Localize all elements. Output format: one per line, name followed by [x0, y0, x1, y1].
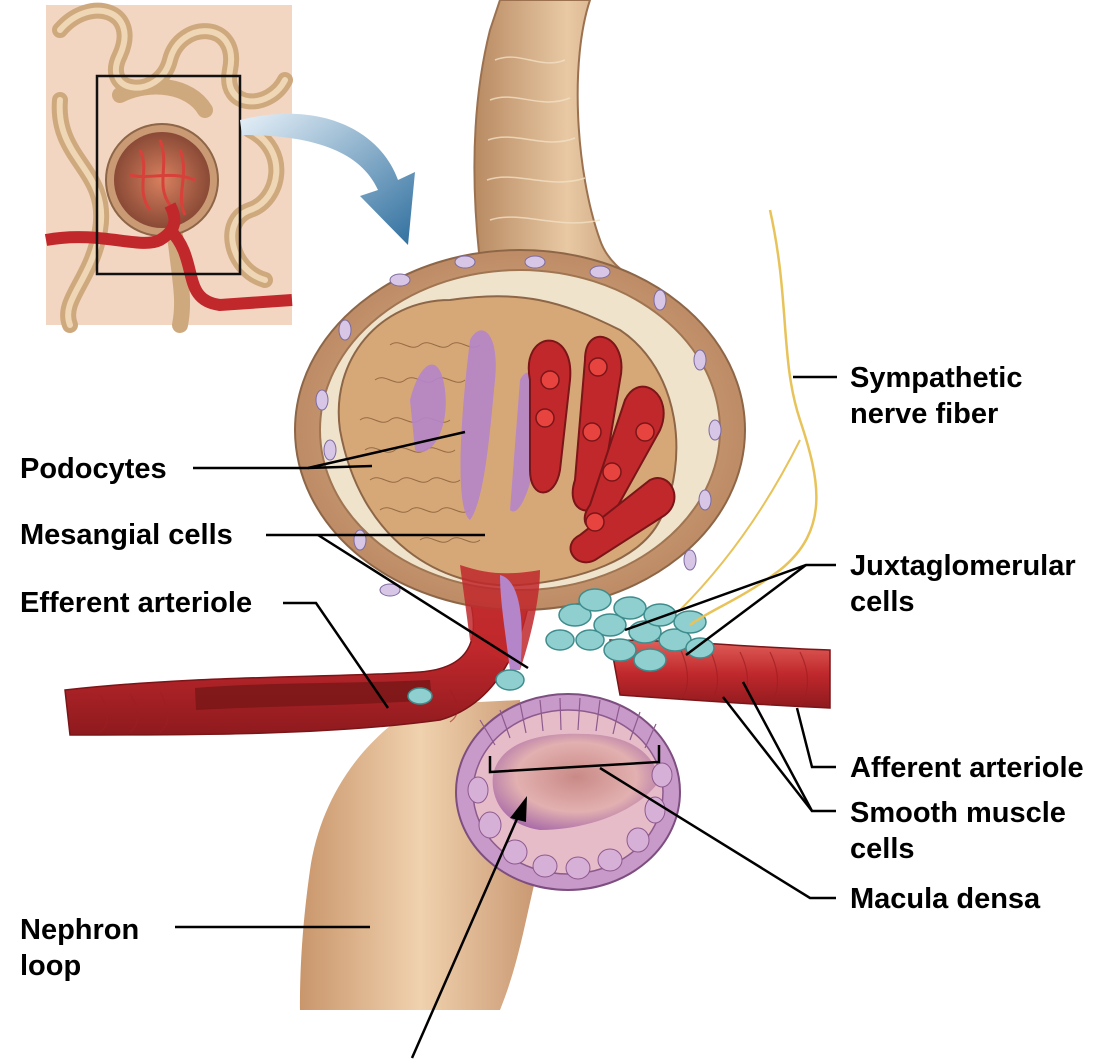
label-smooth-muscle-cells: Smooth muscle cells — [850, 795, 1066, 867]
glomerular-capsule — [295, 250, 745, 670]
label-mesangial-cells: Mesangial cells — [20, 517, 233, 553]
label-sympathetic-nerve-fiber: Sympathetic nerve fiber — [850, 360, 1022, 432]
label-nephron-loop: Nephron loop — [20, 912, 139, 984]
label-podocytes: Podocytes — [20, 451, 167, 487]
inset-nephron-image — [46, 5, 292, 325]
label-afferent-arteriole: Afferent arteriole — [850, 750, 1084, 786]
label-juxtaglomerular-cells: Juxtaglomerular cells — [850, 548, 1076, 620]
label-efferent-arteriole: Efferent arteriole — [20, 585, 252, 621]
macula-densa-tubule — [456, 694, 680, 890]
label-macula-densa: Macula densa — [850, 881, 1040, 917]
